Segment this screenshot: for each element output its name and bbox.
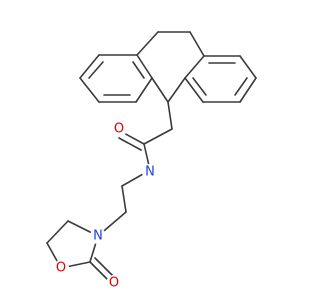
molecule-structure-diagram: O N N O O — [46, 31, 257, 291]
bond-carbonyl-o-b — [118, 137, 142, 151]
bond-ch-ch2 — [167, 101, 173, 130]
bond-carbonyl-o-a — [121, 131, 145, 145]
bond-ring-carbonyl-b — [94, 257, 115, 278]
bond-right-ring-5 — [184, 77, 204, 103]
carbonyl-oxygen-label: O — [109, 276, 119, 291]
amide-nitrogen-atom: N — [142, 164, 158, 180]
bond-right-ring-inner-c — [192, 77, 207, 96]
bond-ch-right — [167, 77, 186, 103]
amide-oxygen-atom: O — [111, 121, 127, 137]
bond-bridge-left — [136, 31, 159, 56]
bond-ring-carbonyl-a — [89, 261, 110, 282]
bond-ch2-carbonyl — [143, 128, 173, 145]
bond-right-ring-3 — [239, 77, 257, 103]
bond-left-ring-3 — [79, 77, 100, 103]
carbonyl-oxygen-atom: O — [106, 275, 122, 291]
amide-nitrogen-label: N — [145, 165, 155, 180]
bond-ch2-ch2 — [121, 185, 127, 213]
bond-right-ring-6 — [184, 55, 205, 79]
ring-oxygen-label: O — [56, 261, 66, 276]
bond-left-ring-5 — [135, 77, 153, 103]
ring-nitrogen-atom: N — [90, 228, 106, 244]
bond-right-ring-2 — [239, 55, 257, 79]
bond-ch-left — [151, 77, 169, 103]
bond-left-ring-2 — [79, 54, 100, 79]
bond-left-ring-6 — [136, 54, 153, 79]
bond-layer — [46, 31, 257, 282]
bond-left-ring-inner-c — [132, 61, 145, 79]
bond-left-ring-inner-a — [88, 61, 104, 79]
atom-label-layer: O N N O O — [53, 121, 158, 291]
ring-oxygen-atom: O — [53, 260, 69, 276]
bond-right-ring-inner-b — [234, 77, 248, 96]
amide-oxygen-label: O — [114, 122, 124, 137]
ring-nitrogen-label: N — [93, 229, 103, 244]
bond-oxazolidinone-2 — [46, 220, 69, 244]
bond-bridge-right — [189, 31, 205, 57]
